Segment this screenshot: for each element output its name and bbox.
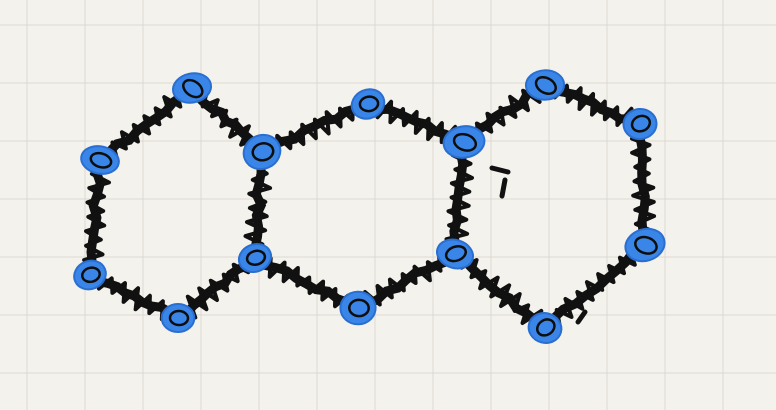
bond-scribble-R4-S4 — [459, 258, 544, 325]
atom-node-L2 — [80, 145, 120, 175]
atom-node-S2 — [237, 243, 273, 273]
atom-scribble — [81, 266, 101, 284]
atom-node-M1 — [350, 88, 386, 120]
atom-blob — [442, 125, 486, 159]
atom-blob — [524, 69, 566, 101]
bond-scribble-R2-R3 — [630, 136, 657, 233]
atom-scribble — [348, 298, 370, 318]
atom-scribble — [89, 151, 113, 169]
bonds-layer — [85, 80, 650, 333]
atom-node-R2 — [622, 107, 658, 141]
atom-scribble — [634, 235, 658, 255]
atom-node-L1 — [171, 72, 213, 104]
bond-scribble-L4-S2 — [185, 262, 251, 320]
atom-scribble — [168, 309, 190, 327]
atom-node-R4 — [527, 312, 563, 344]
atom-blob — [622, 107, 658, 141]
atom-blob — [242, 133, 282, 171]
atom-scribble — [452, 132, 478, 152]
atom-scribble — [358, 95, 380, 113]
atom-blob — [624, 227, 666, 263]
bond-scribble-M2-S2 — [267, 256, 351, 309]
atom-scribble — [182, 78, 204, 99]
bond-scribble-L3-L4 — [96, 276, 165, 322]
atom-scribble — [245, 249, 267, 266]
bond-scribble-S4-M2 — [363, 251, 443, 307]
atom-node-R1 — [524, 69, 566, 101]
atom-blob — [237, 243, 273, 273]
atom-node-S1 — [242, 133, 282, 171]
atom-blob — [160, 302, 196, 334]
atom-scribble — [630, 114, 652, 133]
atom-node-M2 — [339, 290, 377, 326]
atom-node-L3 — [73, 259, 107, 291]
atom-node-R3 — [624, 227, 666, 263]
atom-blob — [73, 259, 107, 291]
atom-node-S4 — [436, 238, 474, 270]
bond-scribble-L2-L3 — [82, 171, 111, 262]
stray-marks — [489, 165, 588, 325]
bond-squiggles-layer — [82, 83, 657, 326]
atom-blob — [339, 290, 377, 326]
atom-scribble — [444, 245, 467, 263]
atom-scribble — [535, 318, 556, 337]
atom-scribble — [534, 75, 557, 95]
bond-scribble-L1-L2 — [110, 88, 183, 162]
stray-ink-mark — [489, 165, 511, 175]
atom-blob — [350, 88, 386, 120]
bond-scribble-M1-S3 — [375, 99, 458, 145]
atoms-layer — [73, 69, 666, 344]
bond-scribble-S3-S4 — [444, 153, 474, 242]
bond-scribble-S3-R1 — [474, 88, 542, 142]
bond-scribble-R1-R2 — [552, 83, 634, 127]
stray-ink-mark — [575, 309, 588, 325]
stray-ink-mark — [499, 177, 508, 199]
atom-scribble — [251, 142, 275, 162]
bond-scribble-S2-S1 — [243, 163, 273, 247]
atom-node-S3 — [442, 125, 486, 159]
bond-scribble-R3-R4 — [554, 244, 637, 326]
atom-node-L4 — [160, 302, 196, 334]
bond-scribble-S1-M1 — [275, 101, 355, 155]
bond-scribble-S1-L1 — [200, 89, 259, 147]
